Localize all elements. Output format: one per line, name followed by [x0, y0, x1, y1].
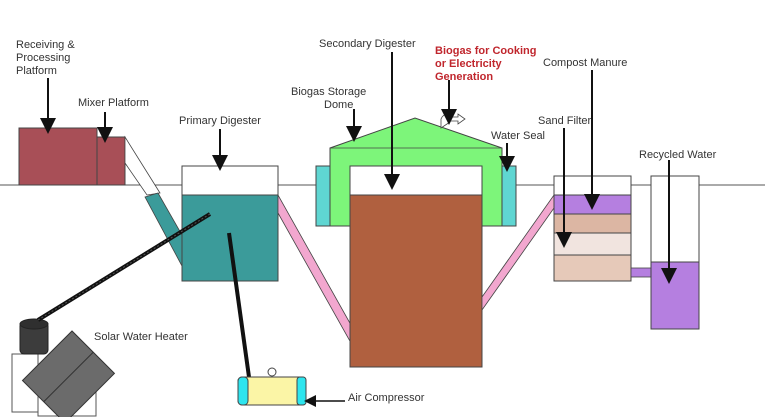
recycled-water-tank-top — [650, 175, 700, 263]
solar-heater-tank-top — [19, 318, 49, 330]
label-dome-2: Dome — [324, 99, 353, 111]
sand-filter-layer-1 — [553, 213, 632, 234]
water-seal-left — [315, 165, 331, 227]
label-recycled: Recycled Water — [639, 149, 717, 161]
label-biogas-1: Biogas for Cooking — [435, 45, 536, 57]
recycled-water-tank — [650, 261, 700, 330]
feed-pipe-empty — [124, 135, 161, 196]
label-sand-filter: Sand Filter — [538, 115, 592, 127]
label-compost: Compost Manure — [543, 57, 627, 69]
label-receiving-2: Processing — [16, 52, 70, 64]
label-secondary: Secondary Digester — [319, 38, 416, 50]
label-solar: Solar Water Heater — [94, 331, 188, 343]
label-receiving-3: Platform — [16, 65, 57, 77]
receiving-platform — [18, 127, 98, 186]
air-line — [227, 232, 251, 378]
secondary-digester — [349, 194, 483, 368]
secondary-digester-headspace — [349, 165, 483, 196]
label-compressor: Air Compressor — [348, 392, 425, 404]
label-biogas-2: or Electricity — [435, 58, 503, 70]
label-mixer: Mixer Platform — [78, 97, 149, 109]
sand-filter-layer-2 — [553, 232, 632, 256]
gas-outlet-arrow-icon — [449, 113, 466, 125]
primary-digester-headspace — [181, 165, 279, 196]
air-compressor-cap-right — [296, 376, 307, 406]
solar-panel — [21, 330, 116, 417]
water-seal-right — [500, 165, 517, 227]
air-compressor-gauge — [267, 367, 277, 377]
label-biogas-3: Generation — [435, 71, 493, 83]
label-receiving-1: Receiving & — [16, 39, 75, 51]
mixer-platform — [96, 136, 126, 186]
hot-water-pipe-stripe — [37, 213, 211, 321]
air-compressor-cap-left — [237, 376, 249, 406]
feed-pipe — [144, 192, 183, 267]
label-dome-1: Biogas Storage — [291, 86, 366, 98]
label-water-seal: Water Seal — [491, 130, 545, 142]
overflow-pipe — [630, 267, 652, 278]
sand-filter-layer-3 — [553, 254, 632, 282]
label-primary: Primary Digester — [179, 115, 261, 127]
